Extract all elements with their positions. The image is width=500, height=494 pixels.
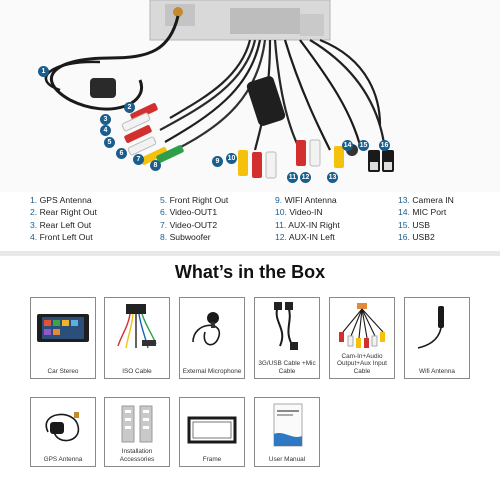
wiring-harness-illustration xyxy=(44,0,394,179)
rca-cable-icon xyxy=(339,303,385,348)
iso-cable-icon xyxy=(117,304,157,349)
rca-plugs-left xyxy=(121,103,184,165)
callout-badge: 9 xyxy=(212,156,223,167)
legend-item: 3. Rear Left Out xyxy=(30,219,92,230)
wiring-diagram-photo: 1 2 3 4 5 6 7 8 9 10 11 12 13 14 15 16 xyxy=(0,0,500,192)
callout-badge: 15 xyxy=(358,140,369,151)
legend-column: 9. WIFI Antenna 10. Video-IN 11. AUX-IN … xyxy=(275,194,395,244)
legend-item: 8. Subwoofer xyxy=(160,232,211,243)
box-item-label: Cam-In+Audio Output+Aux Input Cable xyxy=(337,352,387,375)
callout-badge: 11 xyxy=(287,172,298,183)
frame-icon xyxy=(187,416,237,444)
legend-column: 5. Front Right Out 6. Video-OUT1 7. Vide… xyxy=(160,194,280,244)
box-item-label: Car Stereo xyxy=(47,367,79,375)
port-legend: 1. GPS Antenna 2. Rear Right Out 3. Rear… xyxy=(30,194,500,246)
legend-item: 4. Front Left Out xyxy=(30,232,93,243)
box-item-card: User Manual xyxy=(254,397,320,467)
box-section-title: What’s in the Box xyxy=(174,262,326,282)
box-item-label: Installation Accessories xyxy=(119,448,155,463)
callout-badge: 16 xyxy=(379,140,390,151)
callout-badge: 5 xyxy=(104,137,115,148)
legend-column: 13. Camera IN 14. MIC Port 15. USB 16. U… xyxy=(398,194,500,244)
legend-item: 9. WIFI Antenna xyxy=(275,195,337,205)
callout-badge: 13 xyxy=(327,172,338,183)
box-item-card: Cam-In+Audio Output+Aux Input Cable xyxy=(329,297,395,379)
callout-badge: 10 xyxy=(226,153,237,164)
legend-item: 1. GPS Antenna xyxy=(30,195,92,205)
box-item-label: External Microphone xyxy=(182,367,242,375)
callout-badge: 12 xyxy=(300,172,311,183)
legend-item: 5. Front Right Out xyxy=(160,195,229,205)
box-item-card: Car Stereo xyxy=(30,297,96,379)
section-divider xyxy=(0,251,500,256)
box-item-label: GPS Antenna xyxy=(43,455,83,463)
car-stereo-icon xyxy=(37,314,89,342)
legend-item: 14. MIC Port xyxy=(398,207,447,218)
callout-badge: 8 xyxy=(150,160,161,171)
callout-badge: 3 xyxy=(100,114,111,125)
legend-column: 1. GPS Antenna 2. Rear Right Out 3. Rear… xyxy=(30,194,150,244)
legend-item: 6. Video-OUT1 xyxy=(160,207,218,218)
legend-item: 7. Video-OUT2 xyxy=(160,219,218,230)
gps-connector-icon xyxy=(173,7,183,17)
box-item-label: Wifi Antenna xyxy=(419,367,455,375)
box-item-label: ISO Cable xyxy=(122,367,152,375)
user-manual-icon xyxy=(273,403,303,447)
box-item-card: Wifi Antenna xyxy=(404,297,470,379)
box-item-card: GPS Antenna xyxy=(30,397,96,467)
box-item-card: External Microphone xyxy=(179,297,245,379)
legend-item: 11. AUX-IN Right xyxy=(275,219,340,230)
wifi-antenna-icon xyxy=(417,306,444,349)
callout-badge: 1 xyxy=(38,66,49,77)
callout-badge: 14 xyxy=(342,140,353,151)
legend-item: 12. AUX-IN Left xyxy=(275,232,335,243)
microphone-icon xyxy=(192,312,220,346)
legend-item: 2. Rear Right Out xyxy=(30,207,97,218)
callout-badge: 7 xyxy=(133,154,144,165)
box-item-card: Frame xyxy=(179,397,245,467)
box-item-label: Frame xyxy=(202,455,222,463)
legend-item: 15. USB xyxy=(398,219,431,230)
callout-badge: 2 xyxy=(124,102,135,113)
legend-item: 16. USB2 xyxy=(398,232,435,243)
legend-item: 13. Camera IN xyxy=(398,195,454,205)
box-item-label: 3G/USB Cable +Mic Cable xyxy=(258,360,316,375)
mounting-brackets-icon xyxy=(121,405,153,443)
gps-antenna-icon xyxy=(45,412,80,442)
gps-antenna-puck-icon xyxy=(90,78,116,98)
box-item-card: 3G/USB Cable +Mic Cable xyxy=(254,297,320,379)
box-item-label: User Manual xyxy=(268,455,306,463)
rca-plugs-right xyxy=(238,139,358,179)
callout-badge: 4 xyxy=(100,125,111,136)
legend-item: 10. Video-IN xyxy=(275,207,323,218)
box-item-card: ISO Cable xyxy=(104,297,170,379)
callout-badge: 6 xyxy=(116,148,127,159)
usb-cable-icon xyxy=(274,302,298,350)
box-item-card: Installation Accessories xyxy=(104,397,170,467)
